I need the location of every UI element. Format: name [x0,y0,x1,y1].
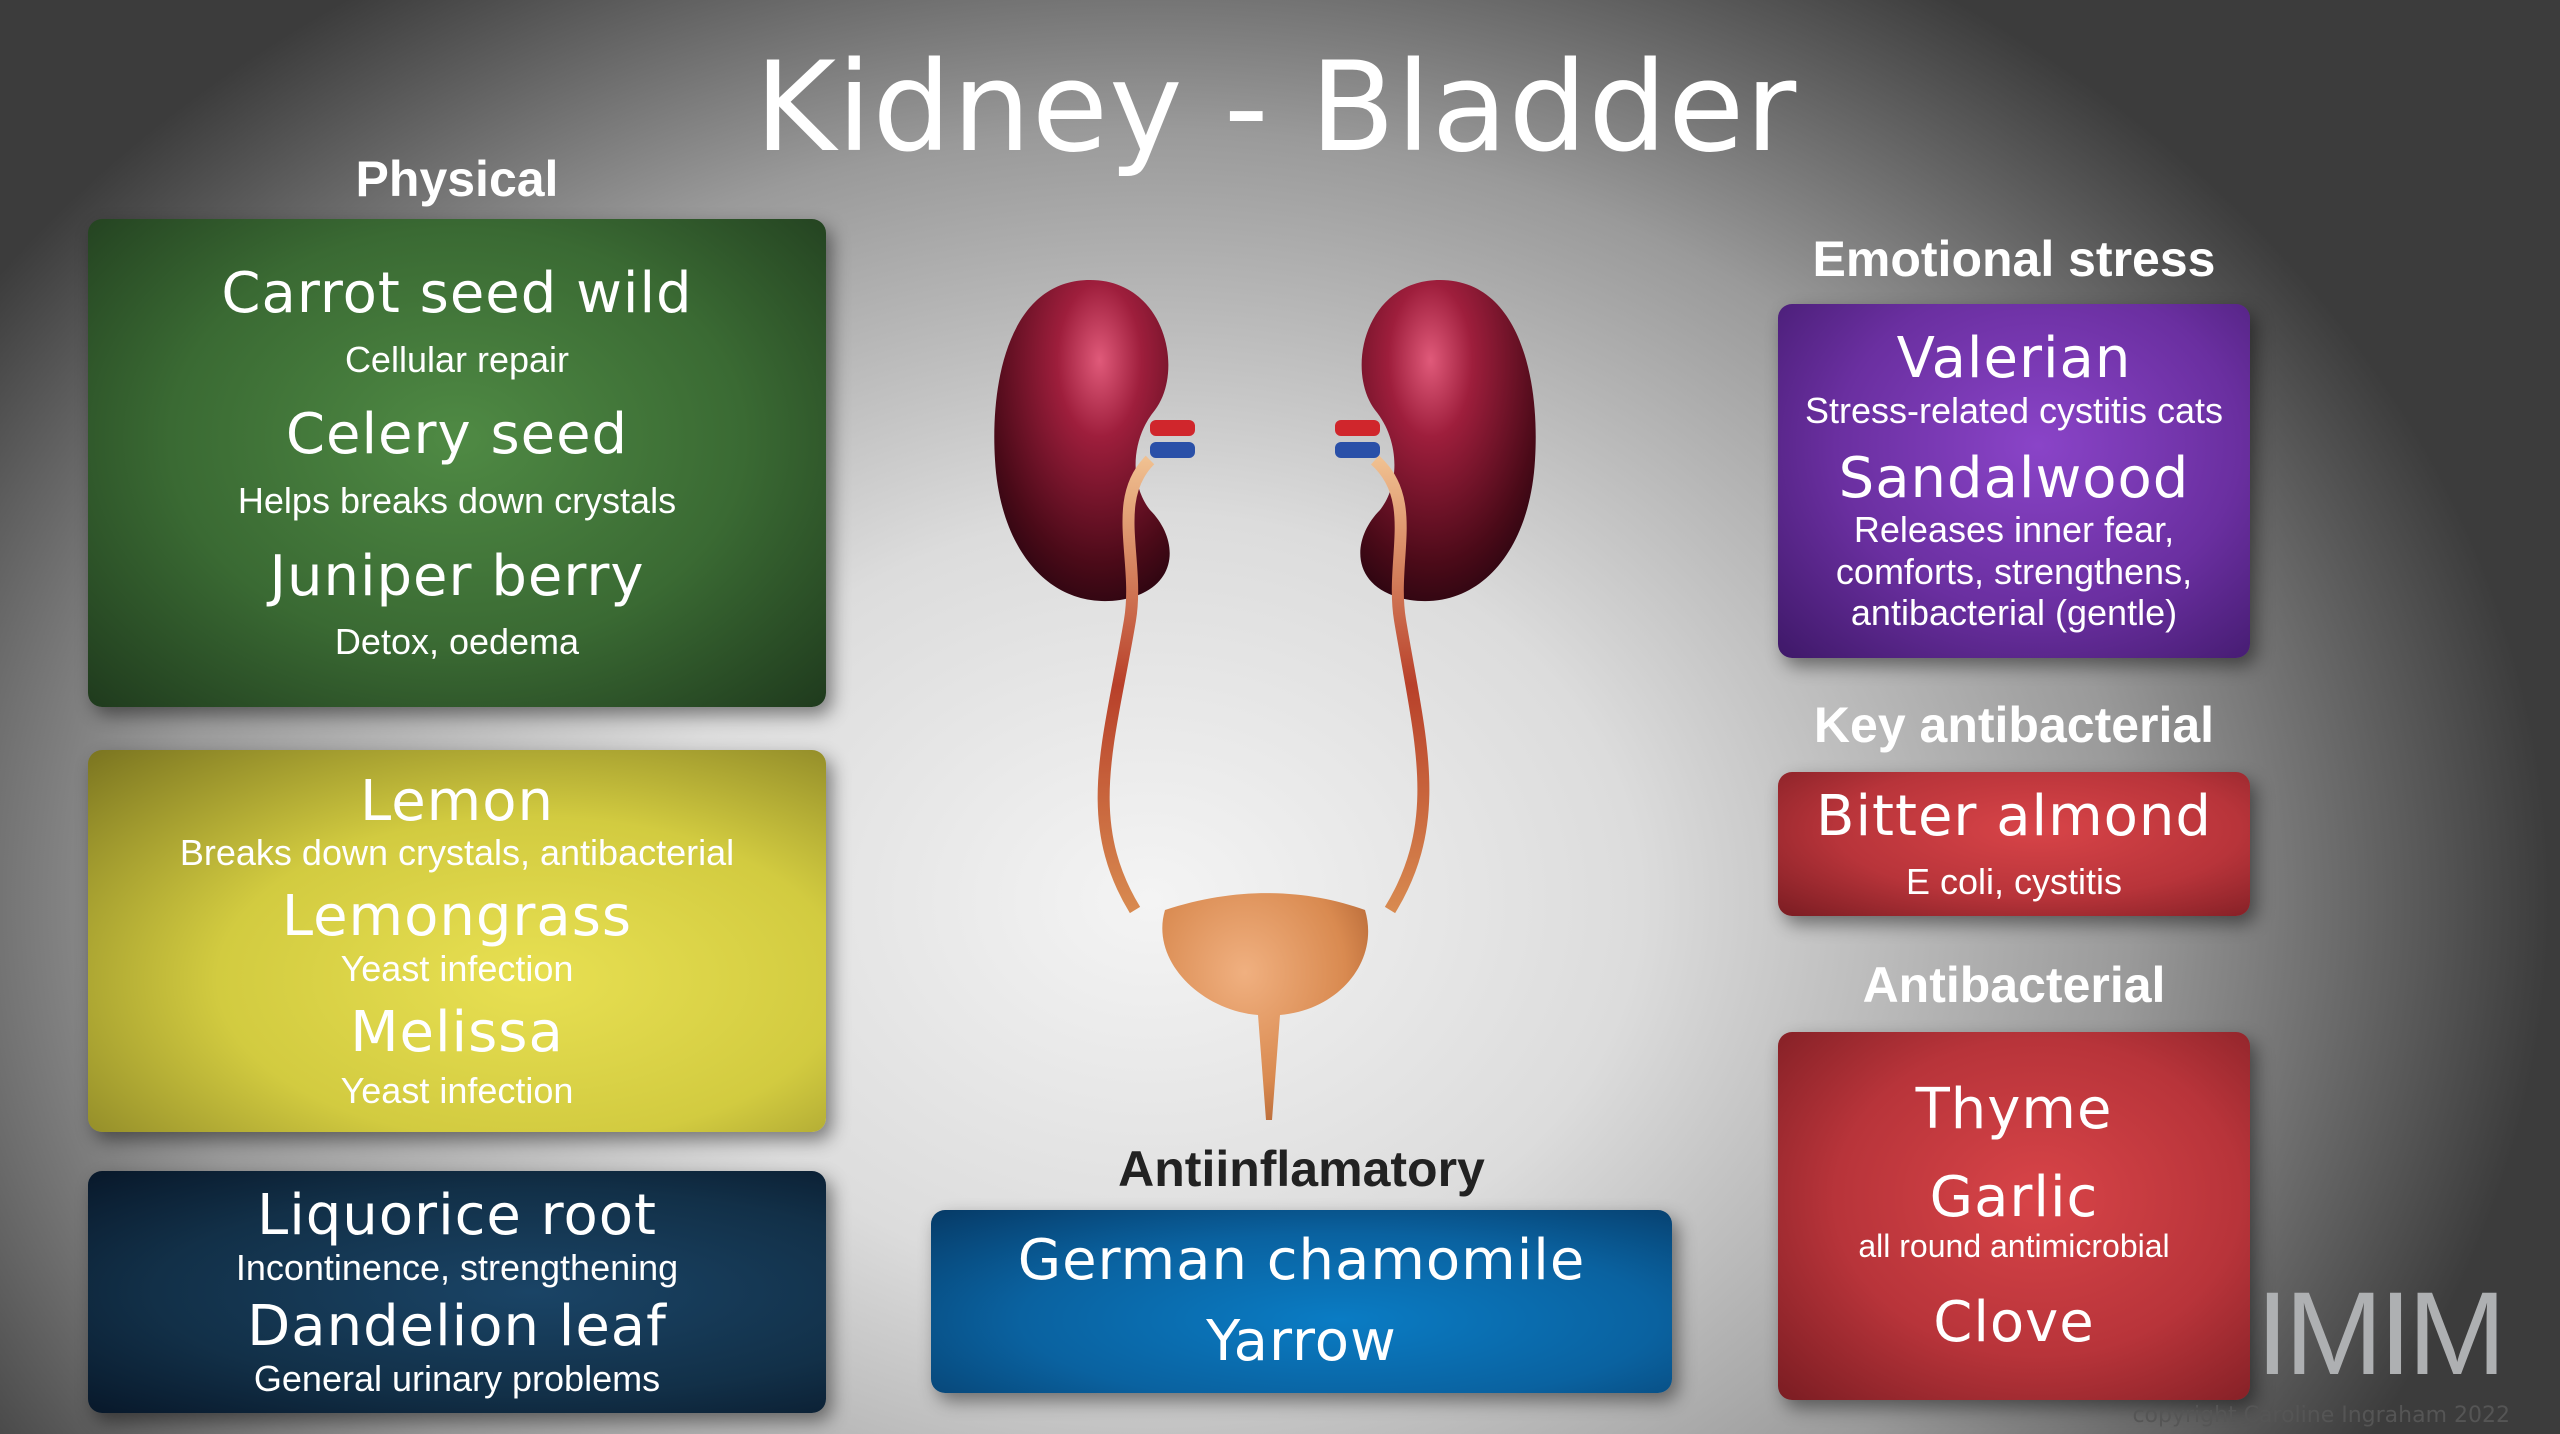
remedy-note: all round antimicrobial [1858,1228,2170,1265]
remedy-note: E coli, cystitis [1905,860,2123,902]
imim-logo: IMIM [2256,1268,2506,1400]
remedy-name: Garlic [1929,1164,2099,1230]
key-antibacterial-label: Key antibacterial [1813,697,2215,753]
remedy-note: Yeast infection [340,948,574,990]
red-key-box: Bitter almond E coli, cystitis [1778,772,2250,916]
remedy-name: Dandelion leaf [247,1293,667,1359]
remedy-name: Celery seed [285,402,629,468]
remedy-clove: Clove [1933,1289,2095,1355]
blue-box: German chamomile Yarrow [931,1210,1672,1393]
remedy-name: Valerian [1896,326,2132,392]
remedy-name: Juniper berry [269,543,645,609]
remedy-name: Lemongrass [281,884,633,950]
remedy-name: Liquorice root [257,1183,657,1248]
antiinflammatory-label: Antiinflamatory [1118,1141,1485,1197]
remedy-note: Incontinence, strengthening [235,1246,679,1288]
remedy-note: General urinary problems [253,1357,661,1399]
remedy-name: Lemon [360,768,554,834]
copyright: copyright Caroline Ingraham 2022 [2132,1403,2510,1428]
remedy-name: Sandalwood [1838,445,2190,511]
remedy-name: Melissa [350,1000,564,1066]
right-ureter [1370,455,1430,914]
remedy-note: Releases inner fear, comforts, strengthe… [1835,509,2193,634]
remedy-note: Cellular repair [344,338,570,380]
remedy-german-chamomile: German chamomile [1017,1227,1586,1293]
remedy-note: Helps breaks down crystals [237,480,677,522]
remedy-name: Carrot seed wild [221,261,693,327]
left-kidney [994,280,1170,602]
emotional-stress-label: Emotional stress [1812,231,2216,287]
bladder [1162,893,1369,1120]
remedy-thyme: Thyme [1915,1076,2113,1142]
left-ureter [1097,455,1155,914]
antibacterial-label: Antibacterial [1862,957,2166,1013]
kidney-bladder-illustration [994,280,1536,1120]
physical-label: Physical [355,151,559,207]
remedy-note: Breaks down crystals, antibacterial [179,832,735,874]
right-kidney [1360,280,1536,602]
remedy-note: Yeast infection [340,1069,574,1111]
remedy-note: Stress-related cystitis cats [1804,390,2224,431]
remedy-note: Detox, oedema [334,621,580,663]
page-title: Kidney - Bladder [754,36,1798,180]
remedy-yarrow: Yarrow [1206,1309,1397,1375]
remedy-bitter-almond: Bitter almond [1816,783,2212,849]
